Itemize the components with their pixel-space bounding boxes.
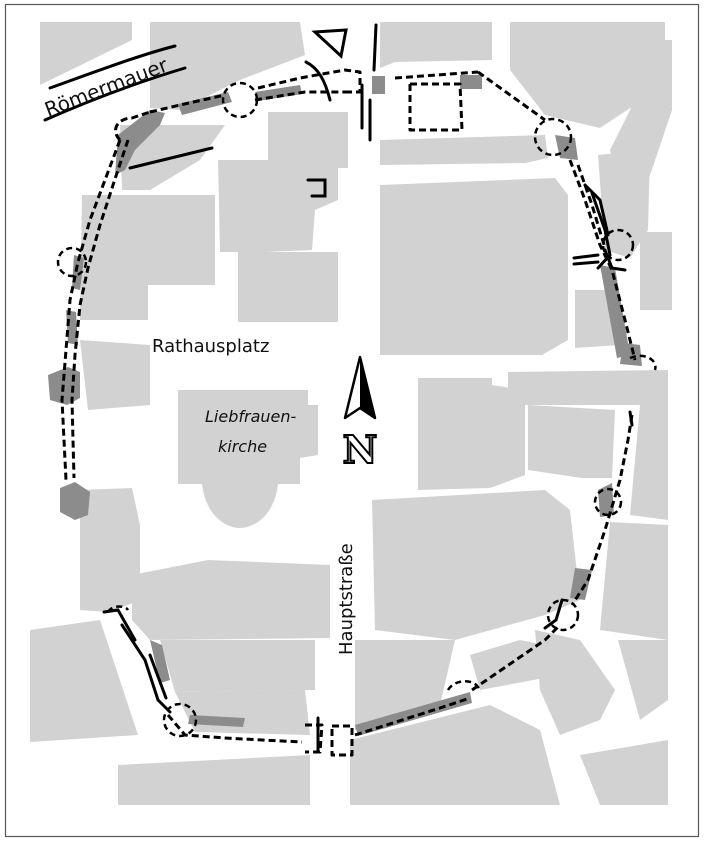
building-block [150, 22, 305, 110]
building-block [640, 232, 672, 310]
building-block [510, 22, 665, 128]
building-block [238, 252, 338, 322]
church-label-line2: kirche [218, 437, 267, 456]
tower-outline [221, 81, 259, 119]
wall-trace-line [166, 714, 303, 744]
wall-trace-line [257, 68, 362, 94]
building-block [380, 22, 492, 68]
building-block [80, 488, 140, 612]
wall-line [372, 23, 378, 72]
town-hall-square-label: Rathausplatz [152, 336, 269, 357]
wall-line [572, 260, 600, 266]
building-block [30, 620, 138, 742]
wall-segment [115, 110, 165, 175]
building-block [80, 340, 150, 410]
wall-segment [600, 265, 630, 358]
wall-line [628, 410, 634, 427]
building-block [418, 378, 525, 490]
wall-line [128, 146, 214, 170]
building-block [630, 405, 668, 520]
church-building [178, 390, 318, 528]
tower-outline [629, 354, 657, 371]
tower-outline [593, 487, 623, 517]
main-street-label: Hauptstraße [336, 543, 357, 655]
wall-trace-line [576, 164, 607, 249]
roman-wall-line [43, 66, 187, 122]
wall-trace-line [70, 139, 130, 479]
wall-trace-line [570, 414, 634, 606]
wall-segment [60, 482, 90, 520]
building-block [380, 135, 548, 165]
tower-outline [601, 228, 635, 262]
wall-line [102, 608, 137, 642]
building-block [528, 405, 615, 478]
wall-segment [355, 692, 472, 736]
wall-line [304, 60, 332, 102]
tower-outline [446, 680, 482, 693]
building-block [132, 560, 330, 640]
wall-segment [150, 640, 170, 683]
wall-segment [372, 76, 385, 94]
building-block [218, 160, 338, 252]
wall-line [572, 253, 600, 260]
building-block [508, 370, 668, 405]
wall-trace-line [60, 139, 122, 481]
wall-segment [66, 310, 78, 345]
towers [56, 81, 657, 738]
wall-segment [460, 75, 482, 89]
wall-line [148, 653, 168, 700]
north-letter: N [343, 427, 378, 472]
building-block [350, 705, 560, 805]
wall-segment [620, 343, 642, 366]
building-block [80, 195, 215, 320]
wall-segment [570, 568, 592, 600]
building-blocks [30, 22, 672, 805]
wall-fragment [311, 28, 348, 59]
building-block [372, 490, 580, 640]
wall-line [120, 623, 172, 714]
roman-wall-line [48, 44, 177, 90]
tower-outline [56, 246, 88, 278]
tower-outline [162, 702, 198, 738]
tower-outline [114, 110, 151, 142]
wall-remains [48, 75, 642, 736]
building-block [600, 522, 668, 640]
building-block [160, 640, 315, 692]
solid-walls [43, 23, 634, 754]
wall-segment [188, 715, 245, 727]
building-block [580, 740, 668, 805]
building-block [40, 22, 132, 85]
wall-trace-line [477, 70, 546, 122]
tower-outline [533, 117, 573, 157]
wall-trace-line [394, 70, 479, 80]
building-block [535, 630, 615, 735]
wall-trace-line [330, 724, 354, 757]
wall-line [583, 183, 610, 237]
wall-trace-line [354, 696, 471, 737]
building-block [618, 640, 668, 720]
wall-trace-line [149, 93, 226, 114]
wall-line [603, 248, 627, 272]
wall-trace-line [254, 90, 345, 102]
wall-line [590, 191, 612, 270]
north-arrow: N [342, 355, 378, 473]
building-block [380, 178, 568, 355]
building-block [268, 112, 348, 168]
building-block [118, 755, 310, 805]
church-label-line1: Liebfrauen- [205, 407, 297, 426]
wall-line [543, 598, 564, 630]
wall-fragment [306, 178, 327, 198]
wall-trace-line [471, 623, 562, 692]
wall-trace-line [408, 82, 464, 132]
